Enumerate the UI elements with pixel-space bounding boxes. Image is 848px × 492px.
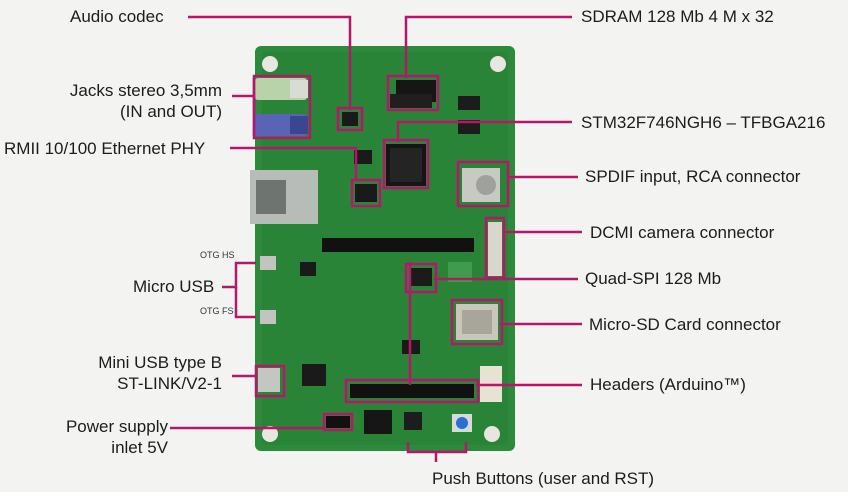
label-audio-codec: Audio codec	[70, 7, 164, 26]
mounting-hole	[262, 56, 278, 72]
label-micro-usb: Micro USB	[133, 277, 215, 296]
label-mini-usb: Mini USB type B ST-LINK/V2-1	[98, 352, 222, 394]
micro-usb-hs-port	[260, 256, 276, 270]
quad-spi-chip	[410, 268, 432, 286]
label-otg-hs: OTG HS	[200, 250, 235, 260]
label-sdram: SDRAM 128 Mb 4 M x 32	[581, 7, 774, 26]
micro-sd-slot-inner	[462, 310, 492, 334]
regulator-chip	[300, 262, 316, 276]
eeprom-chip	[458, 96, 480, 110]
reset-button	[404, 412, 422, 430]
ethernet-phy-chip	[355, 184, 377, 202]
label-power-line2: inlet 5V	[111, 438, 168, 457]
mounting-hole	[484, 426, 500, 442]
rca-jack	[476, 175, 496, 195]
power-inlet-pins	[326, 416, 350, 428]
user-button-cap	[456, 417, 468, 429]
audio-jack-in-body	[290, 80, 308, 98]
label-mcu: STM32F746NGH6 – TFBGA216	[581, 113, 826, 132]
label-spdif: SPDIF input, RCA connector	[585, 167, 801, 186]
st-logo-area	[448, 262, 472, 282]
label-micro-sd: Micro-SD Card connector	[589, 315, 781, 334]
label-headers: Headers (Arduino™)	[590, 375, 746, 394]
label-quad-spi: Quad-SPI 128 Mb	[585, 269, 722, 288]
label-mini-usb-line2: ST-LINK/V2-1	[117, 374, 222, 393]
label-jacks: Jacks stereo 3,5mm (IN and OUT)	[70, 80, 222, 122]
label-mini-usb-line1: Mini USB type B	[98, 353, 222, 372]
st-link-chip	[302, 364, 326, 386]
audio-jack-out-body	[290, 116, 308, 134]
header-label-block	[480, 366, 502, 402]
label-jacks-line1: Jacks stereo 3,5mm	[69, 81, 222, 100]
mounting-hole	[262, 426, 278, 442]
label-ethernet-phy: RMII 10/100 Ethernet PHY	[4, 139, 206, 158]
mounting-hole	[490, 56, 506, 72]
mini-usb-port	[258, 368, 280, 392]
mcu-chip-face	[390, 148, 422, 182]
rj45-port	[256, 180, 286, 214]
jumper-block	[364, 410, 392, 434]
arduino-header-bottom	[350, 384, 474, 398]
usb-phy-chip	[402, 340, 420, 354]
ethernet-phy-chip-2	[354, 150, 372, 164]
label-jacks-line2: (IN and OUT)	[119, 102, 222, 121]
eeprom-chip-2	[458, 120, 480, 134]
arduino-header-top	[322, 238, 474, 252]
audio-codec-chip	[342, 112, 358, 126]
label-power-line1: Power supply	[65, 417, 168, 436]
micro-usb-fs-port	[260, 310, 276, 324]
label-push-buttons: Push Buttons (user and RST)	[432, 469, 655, 488]
label-otg-fs: OTG FS	[200, 306, 234, 316]
label-dcmi: DCMI camera connector	[590, 223, 775, 242]
dcmi-connector	[488, 222, 502, 276]
label-power: Power supply inlet 5V	[66, 416, 168, 458]
sdram-chip-2	[390, 94, 432, 108]
